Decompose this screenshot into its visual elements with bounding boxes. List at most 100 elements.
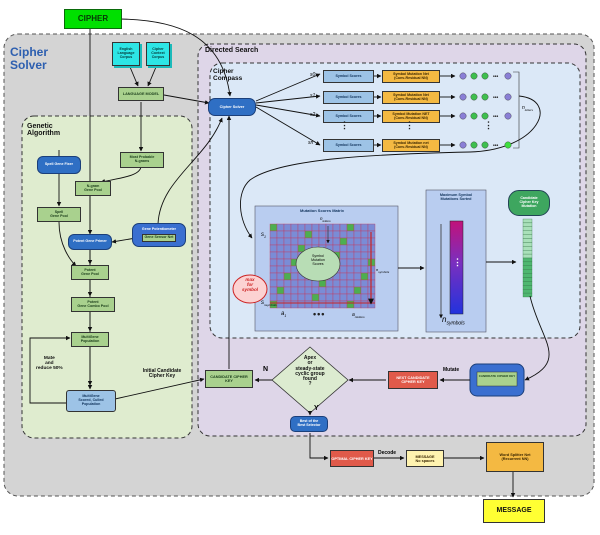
matrix-cell [269, 286, 278, 295]
matrix-cell [297, 286, 306, 295]
symbol-scores-2: Symbol Scores [323, 110, 374, 123]
mutation-circle [504, 72, 512, 80]
matrix-cell [339, 258, 348, 267]
matrix-cell [311, 293, 320, 302]
matrix-cell [276, 286, 285, 295]
s1-matrix-label: s1 [261, 232, 266, 240]
matrix-cell [283, 286, 292, 295]
mutation-circle [481, 93, 489, 101]
n-letters-bracket [513, 71, 520, 149]
matrix-cell [304, 223, 313, 232]
matrix-cell [346, 258, 355, 267]
matrix-cell [367, 223, 376, 232]
candidate-bar-cell [522, 257, 533, 263]
candidate-bar-cell [522, 218, 533, 224]
rows-ellipsis-2: ⋮ [405, 120, 415, 130]
candidate-bar-cell [522, 253, 533, 259]
matrix-cell [276, 265, 285, 274]
matrix-cell [290, 223, 299, 232]
matrix-cell [318, 300, 327, 309]
mutation-net-n: Symbol Mutation net(Conv-Residual NN) [382, 139, 440, 152]
mutation-net-2: Symbol Mutation NET(Conv-Residual NN) [382, 110, 440, 123]
matrix-cell [346, 286, 355, 295]
mutation-circle [459, 141, 467, 149]
matrix-top-n-label: nletters [320, 216, 331, 223]
s2-label: s2 [310, 112, 316, 118]
matrix-cell [325, 230, 334, 239]
matrix-cell [297, 230, 306, 239]
matrix-cell [339, 286, 348, 295]
matrix-cell [346, 293, 355, 302]
matrix-cell [276, 300, 285, 309]
mutation-circle [481, 112, 489, 120]
matrix-cell [346, 265, 355, 274]
candidate-bar-cell [522, 242, 533, 247]
matrix-cell [276, 244, 285, 253]
matrix-cell [360, 230, 369, 239]
candidate-cipher-key: CANDIDATE CIPHER KEY [205, 370, 253, 388]
matrix-cell [304, 237, 313, 246]
matrix-cell [353, 223, 362, 232]
matrix-cell [360, 244, 369, 253]
candidate-bar-cell [522, 226, 533, 231]
matrix-cell [339, 265, 348, 274]
matrix-cell [353, 237, 362, 246]
n-symbols-label: nsymbols [442, 315, 465, 327]
matrix-cell [332, 223, 341, 232]
matrix-cell [283, 265, 292, 274]
matrix-cell [339, 293, 348, 302]
matrix-cell [332, 244, 341, 253]
matrix-cell [283, 230, 292, 239]
candidate-bar-cell [522, 269, 533, 274]
matrix-cell [311, 286, 320, 295]
matrix-cell [290, 279, 299, 288]
matrix-cell [276, 258, 285, 267]
symbol-scores-n: Symbol Scores [323, 139, 374, 152]
matrix-cell [290, 286, 299, 295]
matrix-cell [269, 223, 278, 232]
a1-matrix-label: a1 [281, 311, 287, 319]
candidate-bar-cell [522, 222, 533, 227]
matrix-cell [269, 265, 278, 274]
matrix-cell [283, 244, 292, 253]
matrix-ellipsis: ••• [313, 309, 326, 319]
matrix-cell [360, 258, 369, 267]
sorted-gradient-bar [449, 220, 464, 315]
gene-sensor-net: Gene Potentiometer Gene Sensor Net [132, 223, 186, 247]
matrix-cell [297, 223, 306, 232]
matrix-cell [339, 300, 348, 309]
matrix-cell [360, 293, 369, 302]
matrix-cell [360, 300, 369, 309]
matrix-cell [276, 279, 285, 288]
matrix-cell [290, 300, 299, 309]
matrix-cell [304, 286, 313, 295]
optimal-cipher-key: OPTIMAL CIPHER KEY [330, 450, 374, 467]
matrix-cell [332, 230, 341, 239]
candidate-bar-cell [522, 285, 533, 290]
yes-label: Y [314, 405, 319, 412]
matrix-cell [269, 237, 278, 246]
mutation-circle [481, 72, 489, 80]
matrix-cell [276, 223, 285, 232]
matrix-cell [311, 230, 320, 239]
matrix-title: Mutation Scores Matrix [300, 208, 345, 213]
candidate-bar-cell [522, 273, 533, 278]
matrix-cell [276, 237, 285, 246]
cipher-box: CIPHER [64, 9, 122, 29]
matrix-cell [297, 237, 306, 246]
mutation-circles: •••••••••••• [459, 72, 512, 149]
matrix-cell [332, 286, 341, 295]
matrix-cell [318, 230, 327, 239]
matrix-cell [339, 237, 348, 246]
matrix-cell [325, 279, 334, 288]
candidate-bar-cell [522, 277, 533, 282]
